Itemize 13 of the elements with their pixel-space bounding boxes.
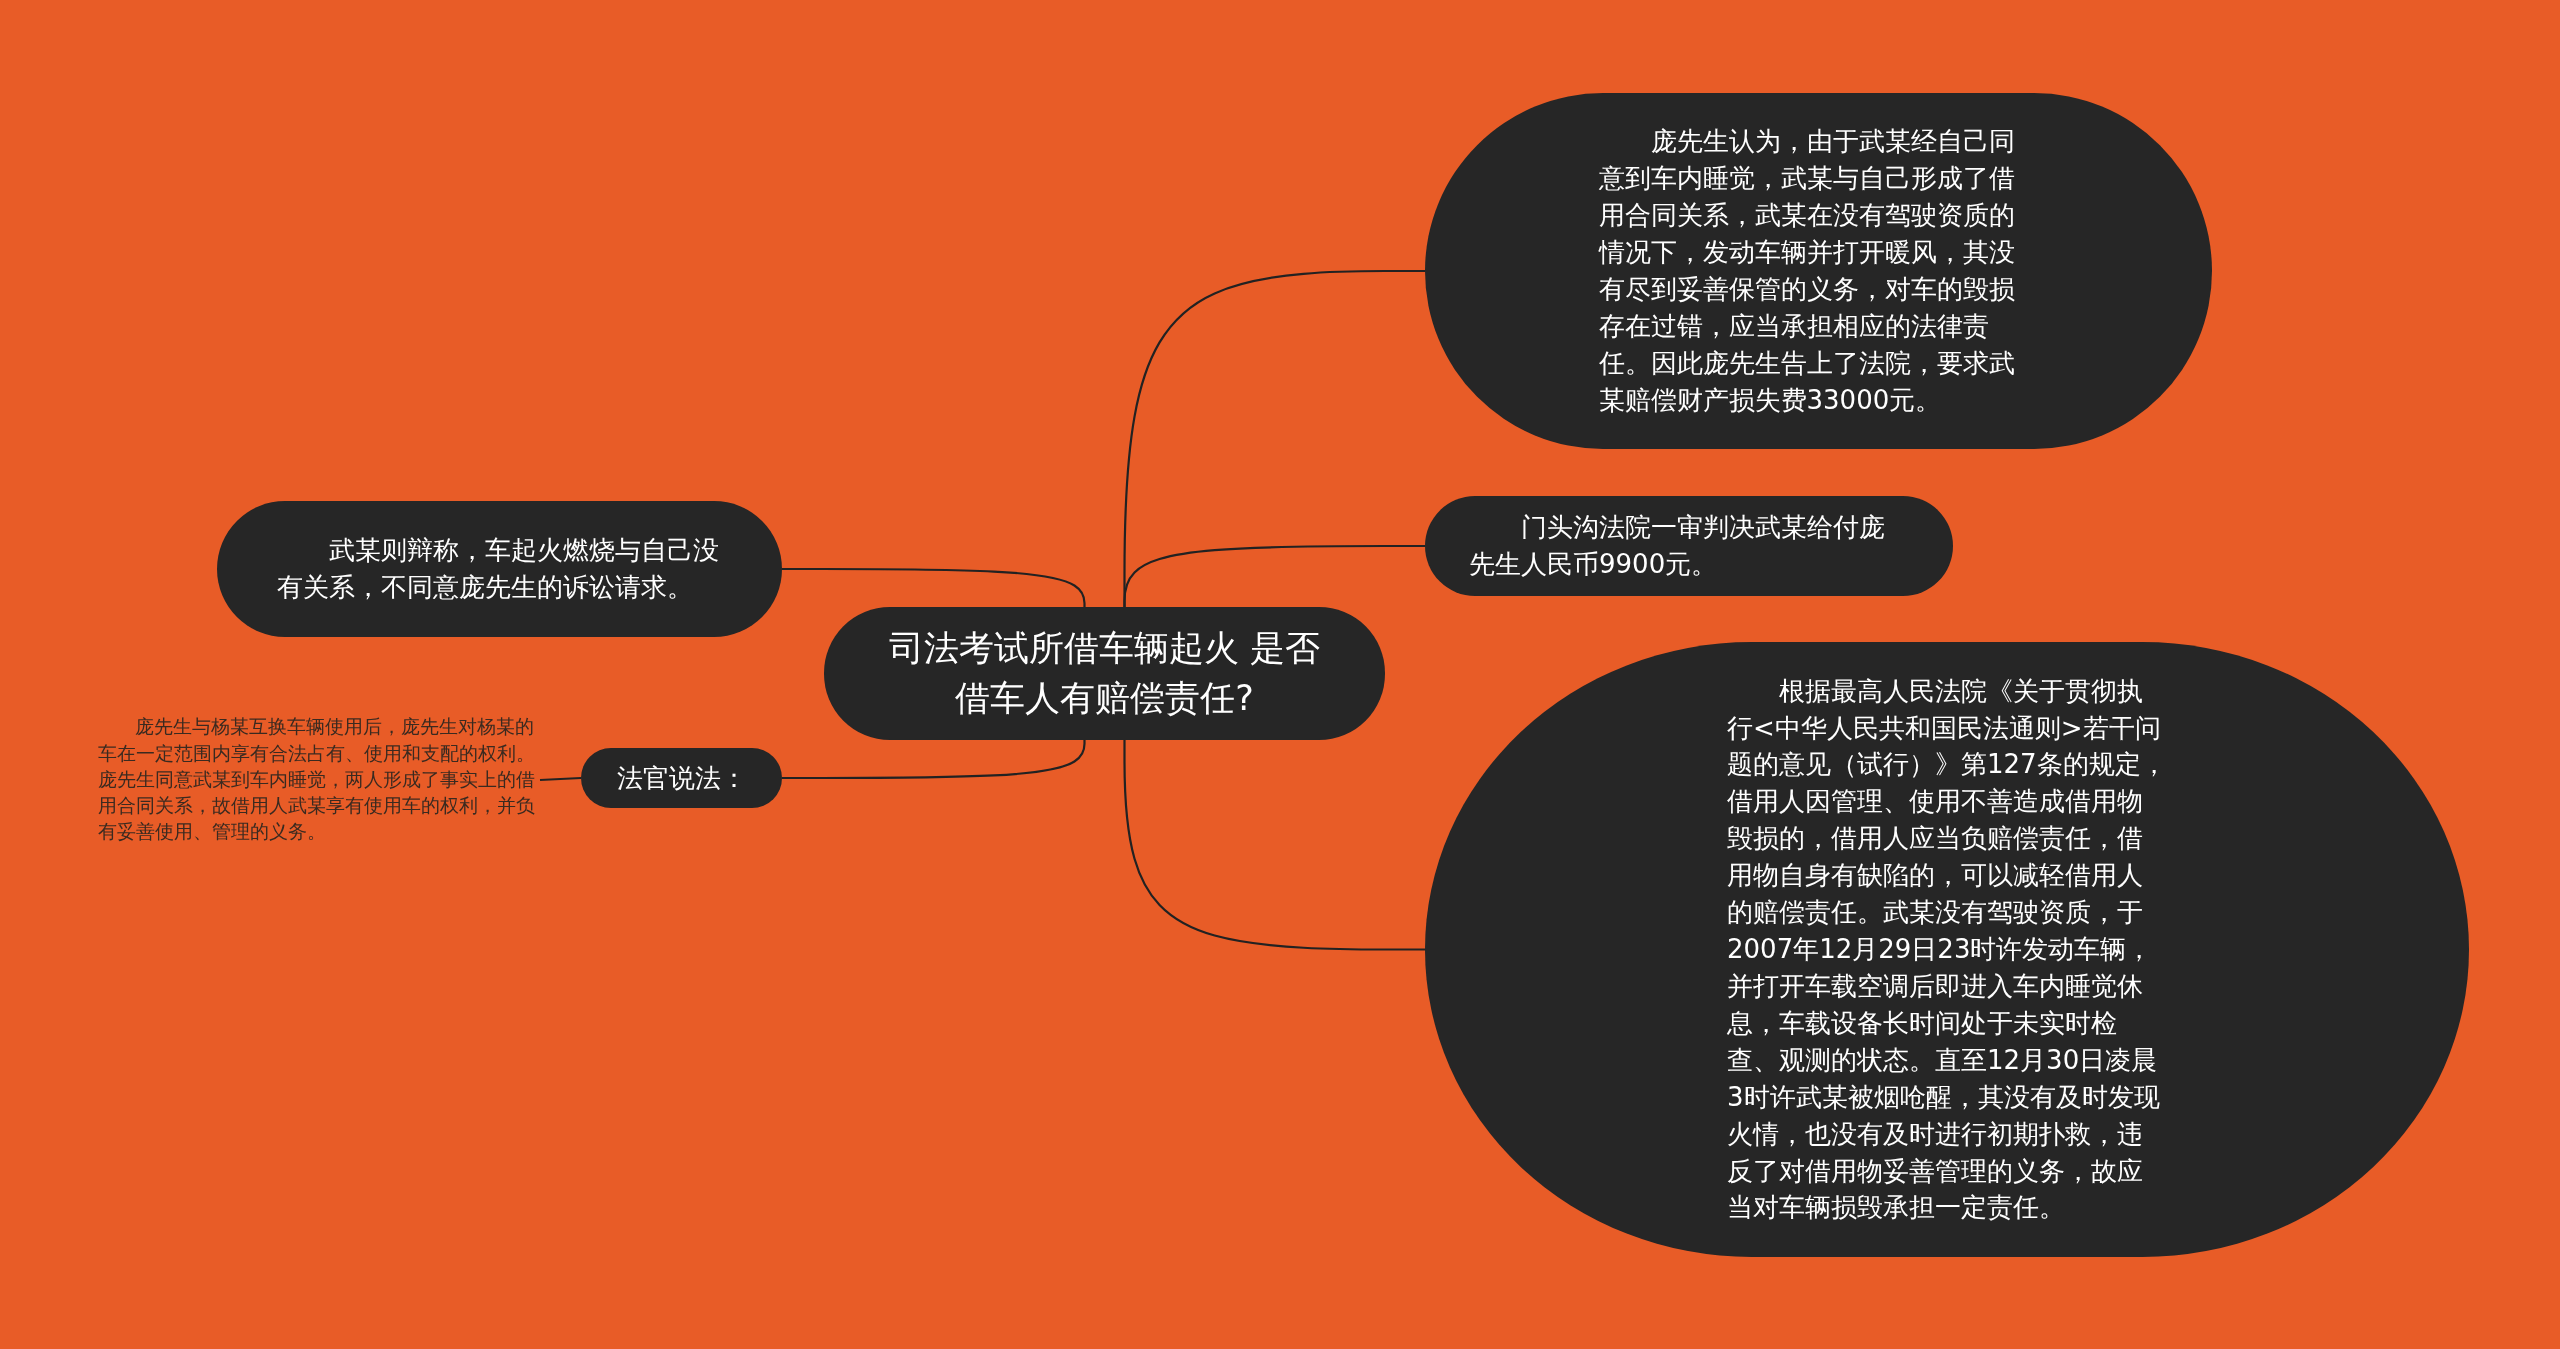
node-text: 门头沟法院一审判决武某给付庞先生人民币9900元。 (1469, 511, 1886, 581)
node-text: 根据最高人民法院《关于贯彻执行<中华人民共和国民法通则>若干问题的意见（试行）》第127条的规定，借用人因管理、使用不善造成借用物毁损的，借用人应当负赔偿责任，借用物自身有缺陷的，可以减轻借用人的赔偿责任。武某没有驾驶资质，于2007年12月29日23时许发动车辆，并打开车载空调后即进入车内睡觉休息，车载设备长时间处于未实时检查、观测的状态。直至12月30日凌晨3时许武某被烟呛醒，其没有及时发现火情，也没有及时进行初期扑救，违反了对借用物妥善管理的义务，故应当对车辆损毁承担一定责任。 (1727, 674, 2167, 1225)
node-text: 庞先生认为，由于武某经自己同意到车内睡觉，武某与自己形成了借用合同关系，武某在没有驾驶资质的情况下，发动车辆并打开暖风，其没有尽到妥善保管的义务，对车的毁损存在过错，应当承担相应的法律责任。因此庞先生告上了法院，要求武某赔偿财产损失费33000元。 (1598, 125, 2016, 417)
node-text: 武某则辩称，车起火燃烧与自己没有关系，不同意庞先生的诉讼请求。 (277, 534, 720, 604)
connector-line (1123, 544, 1425, 607)
connector-line (782, 740, 1086, 780)
connector-line (539, 776, 582, 782)
note-text: 庞先生与杨某互换车辆使用后，庞先生对杨某的车在一定范围内享有合法占有、使用和支配的权利。庞先生同意武某到车内睡觉，两人形成了事实上的借用合同关系，故借用人武某享有使用车的权利，并负有妥善使用、管理的义务。 (98, 715, 536, 845)
connector-line (782, 567, 1086, 607)
topic-text: 司法考试所借车辆起火 是否借车人有赔偿责任? (887, 626, 1322, 720)
connector-line (1123, 740, 1425, 951)
label-box (581, 748, 782, 808)
node-text: 法官说法： (615, 761, 748, 795)
